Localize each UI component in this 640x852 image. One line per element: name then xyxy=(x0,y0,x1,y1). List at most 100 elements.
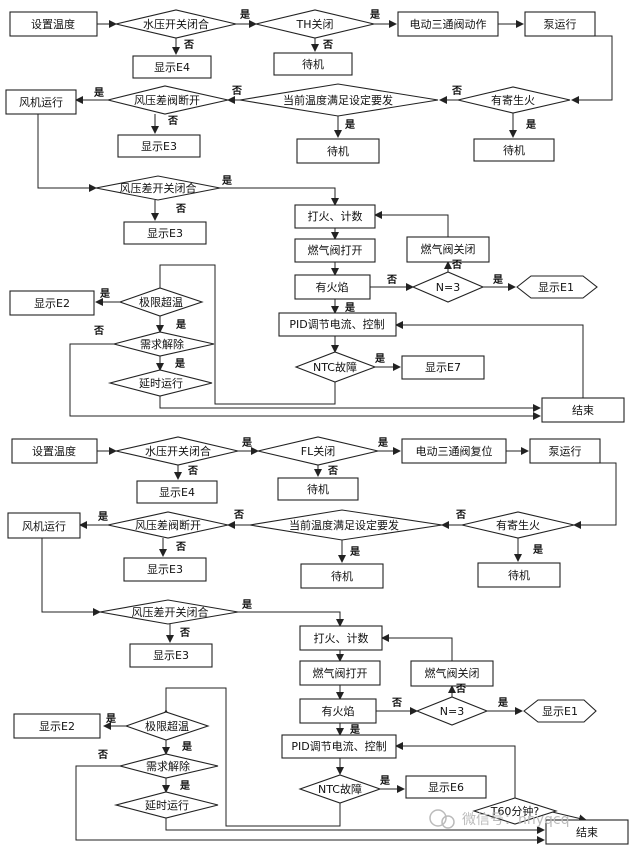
fan-run-box xyxy=(7,512,81,539)
residual-fire-label: 有寄生火 xyxy=(491,93,535,107)
standby-1-box xyxy=(273,52,353,76)
pump-run-box xyxy=(529,438,601,464)
demand-off-label: 需求解除 xyxy=(140,337,184,351)
show-e3-a-box xyxy=(117,134,201,158)
branch-no: 否 xyxy=(175,541,186,553)
ignite-box xyxy=(294,204,376,229)
fl-close-decision xyxy=(257,436,379,466)
branch-no: 否 xyxy=(391,697,402,709)
pid-box xyxy=(278,312,397,337)
show-e6-label: 显示E6 xyxy=(428,781,464,794)
fan-switch-close-decision xyxy=(99,599,239,625)
delay-run-decision xyxy=(113,791,219,819)
t60-label: T60分钟? xyxy=(490,804,540,818)
gas-close-label: 燃气阀关闭 xyxy=(421,242,476,256)
show-e3-a-label: 显示E3 xyxy=(147,563,183,576)
branch-yes: 是 xyxy=(379,775,390,787)
limit-temp-label: 极限超温 xyxy=(145,719,189,733)
branch-no: 否 xyxy=(455,683,466,695)
set-temp-box xyxy=(11,438,98,464)
pump-run-label: 泵运行 xyxy=(544,18,577,31)
show-e3-a-label: 显示E3 xyxy=(141,140,177,153)
t60-decision xyxy=(472,797,558,825)
end-label: 结束 xyxy=(576,826,598,839)
standby-1-label: 待机 xyxy=(307,482,329,496)
standby-3-box xyxy=(296,138,380,164)
branch-no: 否 xyxy=(233,509,244,521)
ignite-label: 打火、计数 xyxy=(314,631,369,645)
ntc-label: NTC故障 xyxy=(313,360,357,374)
show-e1-shape xyxy=(516,275,598,299)
show-e1-shape xyxy=(523,699,597,723)
demand-off-label: 需求解除 xyxy=(146,759,190,773)
standby-1-box xyxy=(277,477,359,501)
ntc-label: NTC故障 xyxy=(318,782,362,796)
fl-close-label: FL关闭 xyxy=(301,444,335,458)
branch-no: 否 xyxy=(93,325,104,337)
show-e3-a-box xyxy=(123,557,207,582)
show-e4-label: 显示E4 xyxy=(154,61,190,74)
demand-off-decision xyxy=(117,753,219,779)
water-switch-decision xyxy=(115,9,237,39)
pid-label: PID调节电流、控制 xyxy=(291,739,386,753)
branch-no: 否 xyxy=(167,115,178,127)
temp-meet-label: 当前温度满足设定要发 xyxy=(289,518,399,532)
standby-2-label: 待机 xyxy=(508,568,530,582)
branch-yes: 是 xyxy=(239,9,250,21)
branch-no: 否 xyxy=(97,749,108,761)
fan-switch-close-decision xyxy=(95,175,221,201)
n3-decision xyxy=(415,696,489,726)
gas-close-box xyxy=(410,660,494,687)
watermark-text: 微信号：nnyqcq xyxy=(462,812,570,828)
standby-1-label: 待机 xyxy=(302,57,324,71)
branch-no: 否 xyxy=(183,39,194,51)
show-e2-label: 显示E2 xyxy=(39,720,75,733)
show-e3-b-box xyxy=(129,643,213,668)
top-branch-labels: 否 是 否 是 是 否 是 否 否 是 否 是 否 是 否 是 是 是 是 否 … xyxy=(93,9,536,370)
branch-yes: 是 xyxy=(174,358,185,370)
pid-box xyxy=(281,734,397,759)
set-temp-box xyxy=(9,11,98,37)
delay-run-label: 延时运行 xyxy=(145,799,189,812)
residual-fire-decision xyxy=(457,86,571,114)
valve-reset-label: 电动三通阀复位 xyxy=(416,444,493,458)
branch-no: 否 xyxy=(231,85,242,97)
th-close-decision xyxy=(255,9,375,39)
branch-no: 否 xyxy=(455,509,466,521)
branch-yes: 是 xyxy=(344,119,355,131)
branch-yes: 是 xyxy=(175,319,186,331)
standby-3-box xyxy=(300,563,384,589)
branch-yes: 是 xyxy=(93,87,104,99)
limit-temp-decision xyxy=(118,287,204,317)
end-box xyxy=(545,819,629,845)
branch-yes: 是 xyxy=(241,437,252,449)
valve-action-box xyxy=(397,11,499,37)
top-flowchart: 设置温度 水压开关闭合 显示E4 TH关闭 待机 电动三通阀动作 泵运行 有寄生… xyxy=(5,9,625,423)
valve-action-label: 电动三通阀动作 xyxy=(410,17,487,31)
branch-yes: 是 xyxy=(179,780,190,792)
ignite-label: 打火、计数 xyxy=(308,209,363,223)
top-connectors xyxy=(37,20,613,420)
flame-label: 有火焰 xyxy=(316,280,349,294)
show-e3-b-box xyxy=(123,221,207,245)
water-switch-label: 水压开关闭合 xyxy=(145,444,211,458)
branch-yes: 是 xyxy=(241,599,252,611)
gas-close-label: 燃气阀关闭 xyxy=(425,666,480,680)
branch-no: 否 xyxy=(187,465,198,477)
limit-temp-label: 极限超温 xyxy=(139,295,183,309)
branch-yes: 是 xyxy=(374,353,385,365)
branch-yes: 是 xyxy=(181,741,192,753)
fan-valve-off-decision xyxy=(107,511,229,539)
water-switch-label: 水压开关闭合 xyxy=(143,17,209,31)
branch-no: 否 xyxy=(322,39,333,51)
show-e1-label: 显示E1 xyxy=(542,705,578,718)
branch-yes: 是 xyxy=(97,511,108,523)
temp-meet-decision xyxy=(239,83,439,117)
standby-2-box xyxy=(477,562,561,588)
gas-open-label: 燃气阀打开 xyxy=(313,666,368,680)
n3-decision xyxy=(411,271,485,303)
watermark: 微信号：nnyqcq xyxy=(429,809,570,829)
limit-temp-decision xyxy=(124,711,210,741)
temp-meet-decision xyxy=(249,509,443,541)
standby-2-box xyxy=(473,138,555,162)
